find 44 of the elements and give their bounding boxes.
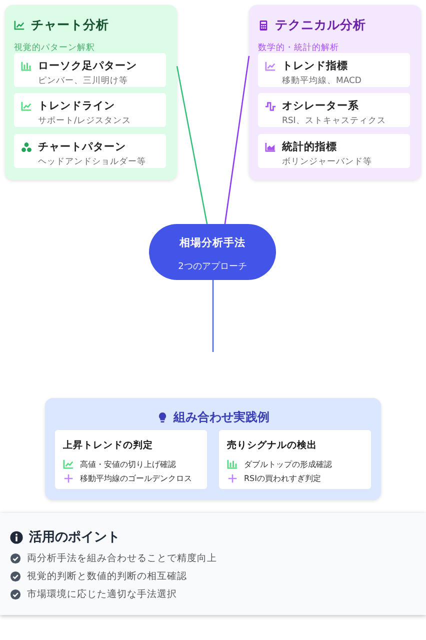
info-panel bbox=[0, 513, 426, 615]
card-title: チャートパターン bbox=[38, 140, 126, 154]
card-description: RSI、ストキャスティクス bbox=[282, 115, 386, 127]
card-description: 移動平均線、MACD bbox=[282, 75, 362, 87]
card-title: ローソク足パターン bbox=[38, 59, 137, 73]
list-item: RSIの買われすぎ判定 bbox=[244, 473, 321, 484]
group-panel bbox=[249, 5, 421, 180]
list-item: 視覚的判断と数値的判断の相互確認 bbox=[27, 570, 187, 583]
example-card bbox=[219, 430, 371, 489]
group-title: テクニカル分析 bbox=[275, 17, 366, 34]
method-card bbox=[14, 93, 166, 127]
group-subtitle: 数学的・統計的解析 bbox=[258, 42, 339, 54]
card-title: 上昇トレンドの判定 bbox=[63, 439, 153, 452]
group-panel bbox=[45, 398, 381, 500]
list-item: 高値・安値の切り上げ確認 bbox=[80, 459, 176, 470]
card-title: トレンドライン bbox=[38, 99, 115, 113]
list-item: ダブルトップの形成確認 bbox=[244, 459, 332, 470]
method-card bbox=[258, 134, 410, 168]
method-card bbox=[14, 134, 166, 168]
card-title: トレンド指標 bbox=[282, 59, 348, 73]
connector-line bbox=[176, 66, 208, 224]
node-subtitle: 2つのアプローチ bbox=[178, 260, 247, 273]
method-card bbox=[258, 53, 410, 87]
group-panel bbox=[5, 5, 177, 180]
card-title: 売りシグナルの検出 bbox=[227, 439, 317, 452]
example-card bbox=[55, 430, 207, 489]
card-description: ボリンジャーバンド等 bbox=[282, 156, 372, 168]
connector-line bbox=[212, 280, 214, 352]
group-title: 組み合わせ実践例 bbox=[174, 409, 270, 426]
group-subtitle: 視覚的パターン解釈 bbox=[14, 42, 95, 54]
card-description: サポート/レジスタンス bbox=[38, 115, 131, 127]
card-description: ピンバー、三川明け等 bbox=[38, 75, 128, 87]
list-item: 市場環境に応じた適切な手法選択 bbox=[27, 588, 177, 601]
card-title: オシレーター系 bbox=[282, 99, 359, 113]
group-title: チャート分析 bbox=[31, 17, 109, 34]
card-title: 統計的指標 bbox=[282, 140, 337, 154]
card-description: ヘッドアンドショルダー等 bbox=[38, 156, 146, 168]
connector-line bbox=[224, 56, 250, 224]
list-item: 両分析手法を組み合わせることで精度向上 bbox=[27, 552, 217, 565]
method-card bbox=[14, 53, 166, 87]
section-title: 活用のポイント bbox=[29, 529, 120, 546]
node-title: 相場分析手法 bbox=[180, 236, 246, 250]
list-item: 移動平均線のゴールデンクロス bbox=[80, 473, 192, 484]
method-card bbox=[258, 93, 410, 127]
